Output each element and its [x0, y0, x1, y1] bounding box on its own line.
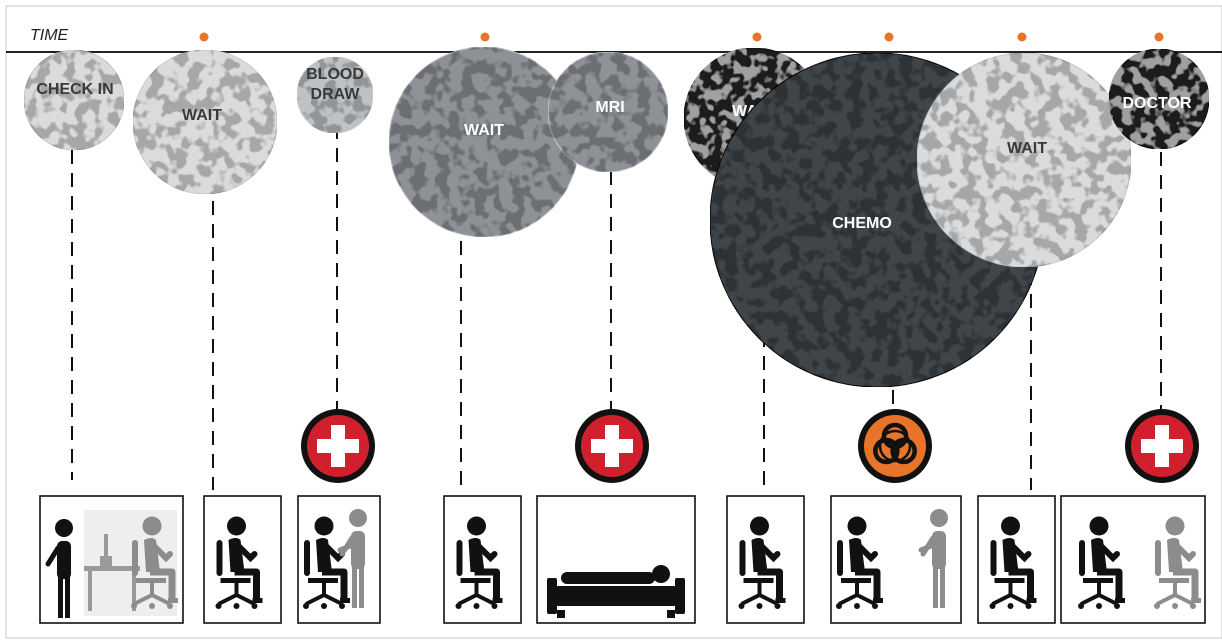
seated-person-icon — [989, 516, 1037, 609]
seated-person-icon — [455, 516, 503, 609]
bubble-shape — [23, 49, 125, 151]
time-markers — [199, 32, 1164, 42]
bubble-shape — [1108, 48, 1210, 150]
scene-check-in — [39, 495, 184, 624]
bubble-shape — [132, 49, 278, 195]
time-marker-dot — [1154, 32, 1164, 42]
scene-wait-3 — [726, 495, 805, 624]
bubble-shape — [296, 56, 374, 134]
seated-person-icon — [215, 516, 263, 609]
scene-blood-draw — [297, 495, 381, 624]
bubble-label-chemo: CHEMO — [832, 215, 892, 232]
activity-scenes — [39, 495, 1206, 624]
bubble-label-wait-4: WAIT — [1007, 140, 1047, 157]
bubble-mri: MRI — [547, 51, 669, 173]
bubble-wait-4: WAIT — [916, 52, 1132, 268]
time-marker-dot — [884, 32, 894, 42]
diagram-frame — [5, 5, 1222, 639]
bubble-label-wait-1: WAIT — [182, 107, 222, 124]
scene-mri — [536, 495, 696, 624]
bubble-shape — [916, 52, 1132, 268]
scene-wait-2 — [443, 495, 522, 624]
lying-patient-icon — [547, 565, 685, 618]
bubble-check-in: CHECK IN — [23, 49, 125, 151]
time-marker-dot — [1017, 32, 1027, 42]
patient-with-staff-icon — [303, 509, 367, 609]
scene-wait-1 — [203, 495, 282, 624]
bubble-shape — [547, 51, 669, 173]
seated-person-icon — [738, 516, 786, 609]
time-marker-dot — [199, 32, 209, 42]
bubble-label-check-in: CHECK IN — [36, 81, 113, 98]
scene-wait-4 — [977, 495, 1056, 624]
scene-chemo — [830, 495, 962, 624]
medical-cross-icon — [575, 409, 649, 483]
patient-with-staff-icon — [836, 509, 948, 609]
scene-doctor — [1060, 495, 1206, 624]
duration-bubbles: CHECK INWAITBLOODDRAWWAITMRIWAITCHEMOWAI… — [23, 46, 1210, 388]
bubble-doctor: DOCTOR — [1108, 48, 1210, 150]
medical-cross-icon — [1125, 409, 1199, 483]
bubble-wait-1: WAIT — [132, 49, 278, 195]
bubble-shape — [388, 46, 580, 238]
bubble-label-mri: MRI — [595, 99, 624, 116]
time-label: TIME — [30, 27, 69, 44]
time-axis: TIME — [6, 27, 1222, 53]
biohazard-icon — [858, 409, 932, 483]
patient-with-seated-doctor-icon — [1078, 516, 1201, 609]
bubble-label-wait-2: WAIT — [464, 122, 504, 139]
time-marker-dot — [752, 32, 762, 42]
person-at-desk-icon — [45, 510, 178, 618]
medical-cross-icon — [301, 409, 375, 483]
time-marker-dot — [480, 32, 490, 42]
bubble-label-doctor: DOCTOR — [1122, 95, 1191, 112]
category-badges — [301, 409, 1199, 483]
bubble-wait-2: WAIT — [388, 46, 580, 238]
